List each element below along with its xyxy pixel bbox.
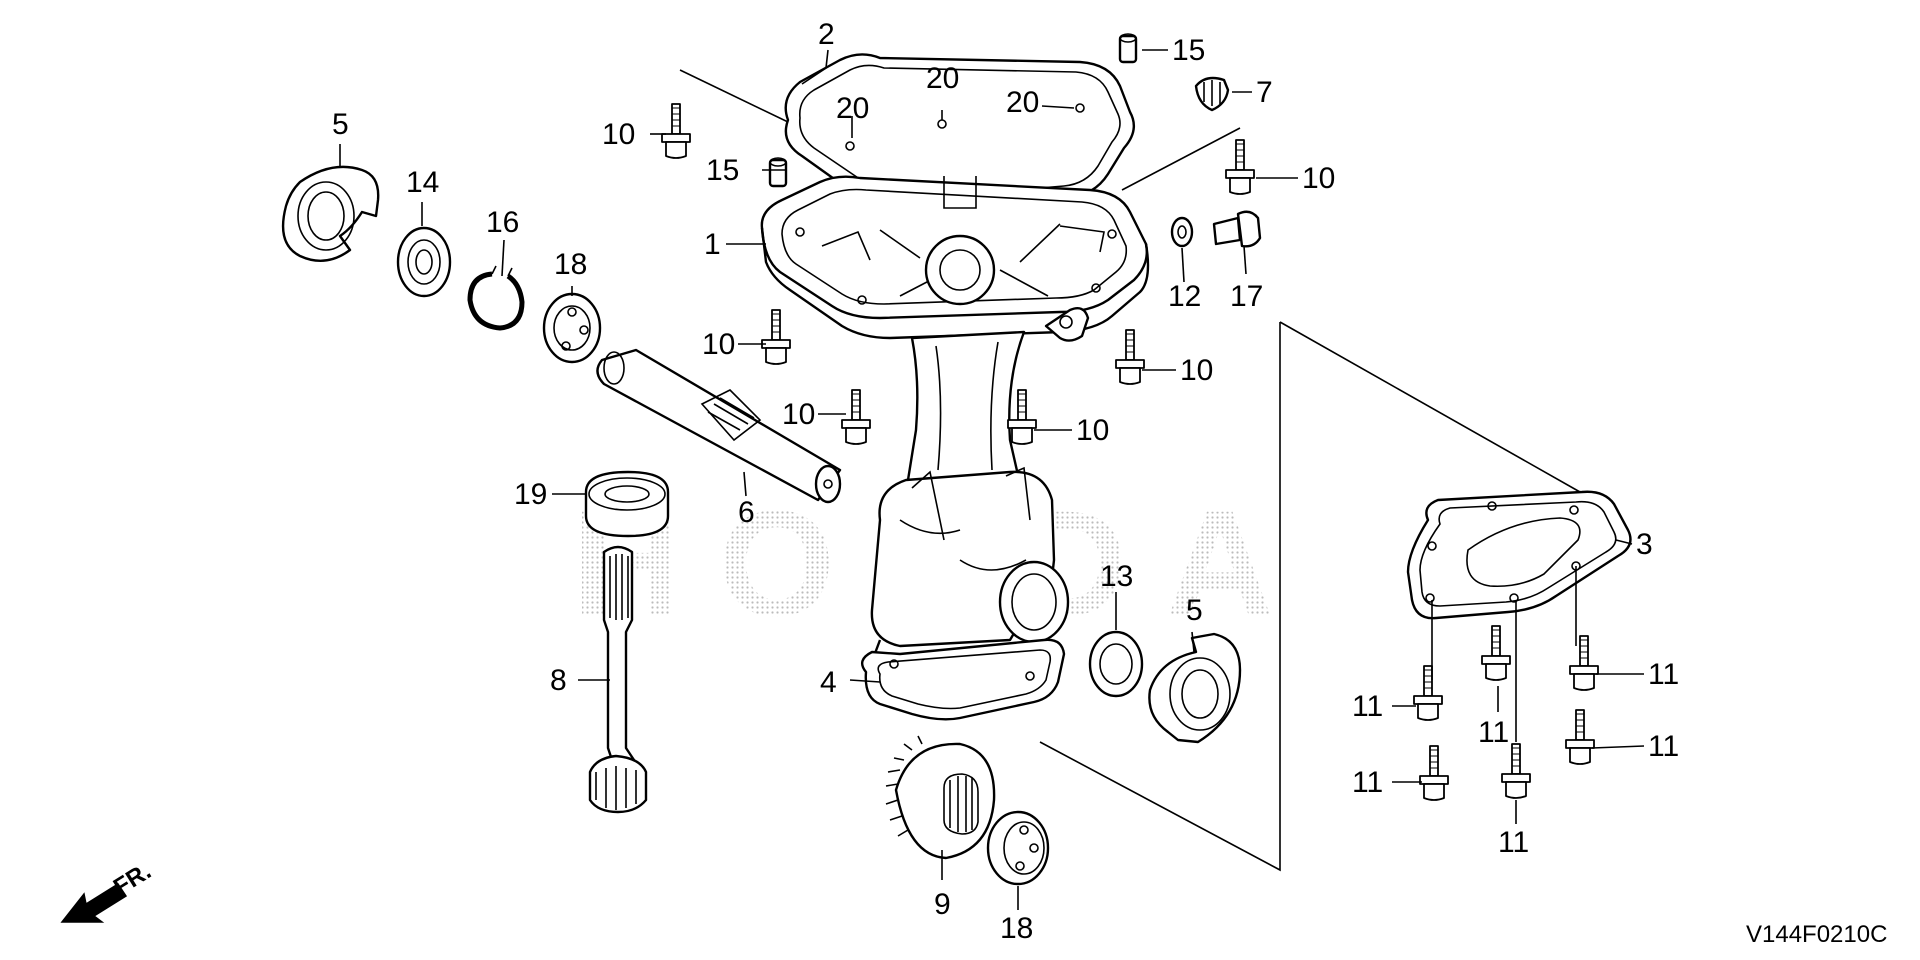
- callout-12: 12: [1168, 280, 1201, 313]
- dowel-left: [768, 157, 788, 188]
- gear: [885, 735, 996, 860]
- oil-seal-upper: [281, 165, 380, 262]
- gasket-lower: [860, 638, 1066, 721]
- bolt: [661, 103, 691, 159]
- callout-20b: 20: [926, 62, 959, 95]
- bolt: [1419, 745, 1449, 801]
- bearing-upper: [396, 226, 452, 298]
- callout-11e: 11: [1352, 766, 1383, 799]
- callout-10d: 10: [1180, 354, 1213, 387]
- vertical-shaft: [588, 545, 648, 814]
- callout-10e: 10: [782, 398, 815, 431]
- callout-18a: 18: [554, 248, 587, 281]
- circlip: [467, 265, 525, 331]
- callout-20a: 20: [836, 92, 869, 125]
- bolt: [1007, 389, 1037, 445]
- callout-1: 1: [704, 228, 721, 261]
- bearing-lower: [986, 810, 1050, 886]
- bolt: [1569, 635, 1599, 691]
- callout-10c: 10: [702, 328, 735, 361]
- bolt: [1501, 743, 1531, 799]
- drain-bolt: [1212, 210, 1262, 248]
- vent-cap: [1194, 76, 1230, 112]
- bolt: [1115, 329, 1145, 385]
- callout-13: 13: [1100, 560, 1133, 593]
- callout-4: 4: [820, 666, 837, 699]
- callout-6: 6: [738, 496, 755, 529]
- callout-15b: 15: [706, 154, 739, 187]
- callout-5b: 5: [1186, 594, 1203, 627]
- callout-labels: 1 2 3 4 5 5 6 7 8 9 10 10 10 10 10 10 11…: [332, 18, 1679, 945]
- callout-18b: 18: [1000, 912, 1033, 945]
- callout-3: 3: [1636, 528, 1653, 561]
- callout-10b: 10: [1302, 162, 1335, 195]
- callout-15a: 15: [1172, 34, 1205, 67]
- callout-11f: 11: [1498, 826, 1529, 859]
- callout-7: 7: [1256, 76, 1273, 109]
- callout-11d: 11: [1648, 730, 1679, 763]
- callout-10f: 10: [1076, 414, 1109, 447]
- gear-case: [760, 175, 1150, 670]
- bolt: [1565, 709, 1595, 765]
- bolt: [841, 389, 871, 445]
- callout-11c: 11: [1478, 716, 1509, 749]
- front-direction-arrow: FR.: [60, 858, 156, 923]
- callout-16: 16: [486, 206, 519, 239]
- callout-17: 17: [1230, 280, 1263, 313]
- shaft: [596, 348, 842, 504]
- bolt: [1481, 625, 1511, 681]
- bolt: [1225, 139, 1255, 195]
- callout-2: 2: [818, 18, 835, 51]
- callout-14: 14: [406, 166, 439, 199]
- bearing-mid: [542, 292, 602, 364]
- callout-19: 19: [514, 478, 547, 511]
- callout-9: 9: [934, 888, 951, 921]
- callout-10a: 10: [602, 118, 635, 151]
- callout-8: 8: [550, 664, 567, 697]
- oil-seal-lower: [1148, 632, 1242, 744]
- bearing-19: [584, 470, 670, 538]
- diagram-code: V144F0210C: [1746, 921, 1887, 948]
- callout-leaders: [339, 49, 1645, 910]
- bolt: [1413, 665, 1443, 721]
- callout-20c: 20: [1006, 86, 1039, 119]
- dowel-upper: [1118, 33, 1138, 64]
- cover-plate: [1406, 490, 1632, 620]
- washer: [1170, 216, 1194, 248]
- callout-11a: 11: [1648, 658, 1679, 691]
- callout-11b: 11: [1352, 690, 1383, 723]
- seal-13: [1088, 630, 1144, 698]
- callout-5a: 5: [332, 108, 349, 141]
- bolt: [761, 309, 791, 365]
